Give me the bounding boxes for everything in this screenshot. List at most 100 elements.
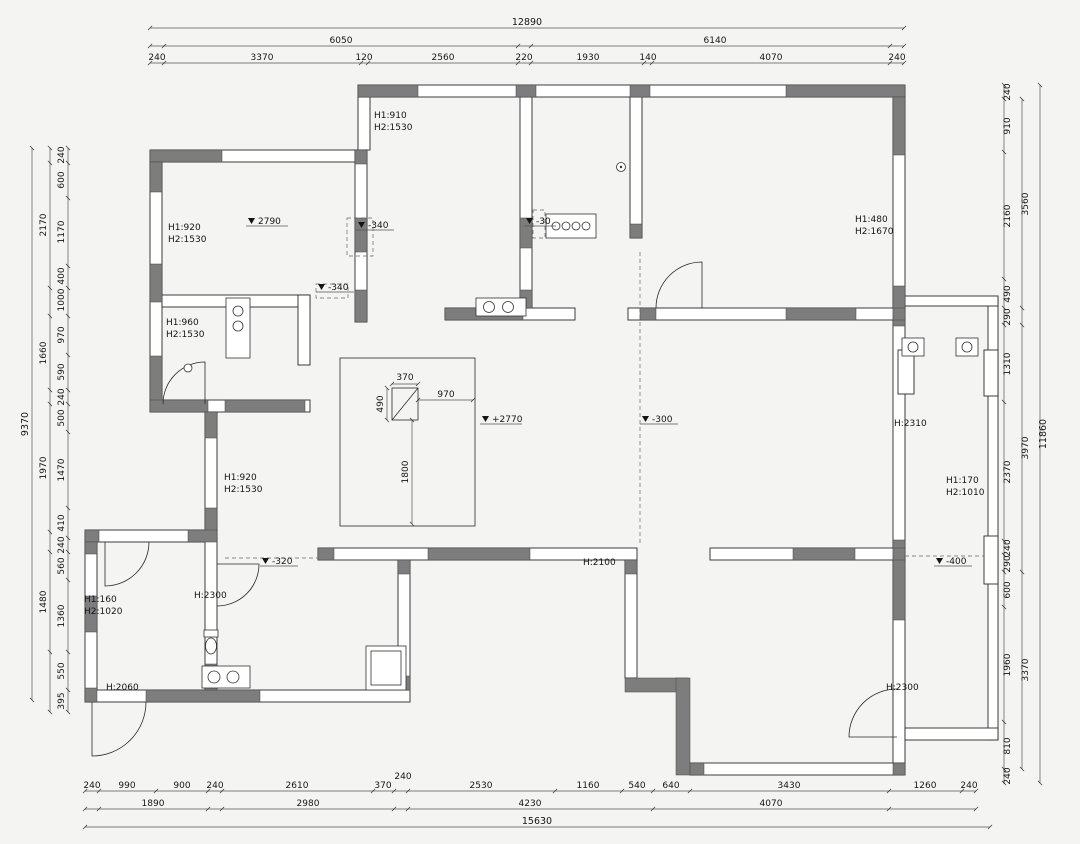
dim-label: 1890 (142, 799, 165, 809)
dim-label: 2170 (39, 213, 49, 236)
dim-labels-bottom: 240 990 900 240 2610 370 240 2530 1160 5… (83, 772, 977, 827)
room-label: H2:1010 (946, 488, 985, 498)
dim-label: 1160 (577, 781, 600, 791)
dim-label: 590 (57, 363, 67, 380)
room-label: H2:1530 (374, 123, 413, 133)
dim-label: 240 (57, 146, 67, 163)
dim-label: 11860 (1038, 419, 1049, 449)
dim-label: 240 (148, 53, 165, 63)
dim-labels-top: 12890 6050 6140 240 3370 120 2560 220 19… (148, 17, 905, 63)
level-marker: -30 (524, 217, 556, 227)
level-markers: 2790 -340 -340 -30 +2770 -300 -320 -400 (246, 217, 972, 567)
dim-label: 560 (57, 557, 67, 574)
dim-label: 550 (57, 662, 67, 679)
dim-label: 240 (394, 772, 411, 782)
height-label: H:2310 (894, 419, 927, 429)
balcony-washer (901, 337, 979, 357)
fixtures (183, 162, 979, 691)
room-label: H1:910 (374, 111, 407, 121)
level-value: -340 (328, 283, 349, 293)
dim-label: 490 (376, 395, 386, 412)
door-arc (655, 261, 703, 309)
dim-label: 600 (1003, 581, 1013, 598)
level-marker: -340 (356, 221, 394, 231)
dim-label: 3370 (1021, 658, 1031, 681)
dim-label: 240 (888, 53, 905, 63)
dim-label: 4070 (760, 799, 783, 809)
level-value: -30 (536, 217, 551, 227)
level-marker: 2790 (246, 217, 288, 227)
level-marker: +2770 (480, 415, 523, 425)
dim-label: 370 (374, 781, 391, 791)
room-label: H1:960 (166, 318, 199, 328)
door-arc (848, 688, 898, 738)
dim-label: 970 (437, 390, 454, 400)
dim-label: 990 (118, 781, 135, 791)
dim-label: 1000 (57, 288, 67, 311)
door-arc (104, 541, 150, 587)
dim-label: 15630 (522, 816, 552, 827)
water-heater (616, 162, 626, 172)
dim-label: 600 (57, 171, 67, 188)
dim-label: 370 (396, 373, 413, 383)
dim-label: 640 (662, 781, 679, 791)
dim-label: 140 (639, 53, 656, 63)
walls (84, 84, 999, 776)
level-value: +2770 (492, 415, 523, 425)
dim-label: 1930 (577, 53, 600, 63)
dim-labels-left: 240 600 1170 400 1000 970 590 240 500 14… (20, 146, 67, 709)
level-value: 2790 (258, 217, 281, 227)
dim-label: 2610 (286, 781, 309, 791)
dim-label: 12890 (512, 17, 542, 28)
dim-label: 1310 (1003, 352, 1013, 375)
dim-label: 6140 (704, 36, 727, 46)
dim-label: 240 (1003, 83, 1013, 100)
dim-label: 3970 (1021, 436, 1031, 459)
room-label: H2:1530 (168, 235, 207, 245)
kitchen-sink (475, 297, 527, 317)
toilet (203, 629, 219, 655)
dim-label: 120 (355, 53, 372, 63)
dim-label: 400 (57, 267, 67, 284)
door-arc (91, 701, 147, 757)
counter-basin (225, 297, 251, 359)
dim-label: 910 (1003, 117, 1013, 134)
room-label: H2:1020 (84, 607, 123, 617)
dim-label: 1470 (57, 458, 67, 481)
dim-label: 2370 (1003, 460, 1013, 483)
dim-label: 2560 (432, 53, 455, 63)
dim-label: 1360 (57, 604, 67, 627)
door-knob (183, 363, 193, 373)
room-label: H2:1530 (224, 485, 263, 495)
level-value: -400 (946, 557, 967, 567)
room-label: H1:920 (168, 223, 201, 233)
dim-label: 900 (173, 781, 190, 791)
level-marker: -340 (316, 283, 354, 293)
level-value: -340 (368, 221, 389, 231)
dim-label: 410 (57, 514, 67, 531)
doors (91, 261, 898, 757)
dim-label: 240 (1003, 767, 1013, 784)
room-label: H1:920 (224, 473, 257, 483)
dim-label: 490 (1003, 285, 1013, 302)
level-marker: -300 (640, 415, 678, 425)
door-arc (162, 361, 206, 405)
height-label: H:2060 (106, 683, 139, 693)
dim-label: 240 (1003, 539, 1013, 556)
dim-label: 1480 (39, 590, 49, 613)
level-marker: -320 (260, 557, 298, 567)
dim-label: 240 (206, 781, 223, 791)
door-arc (216, 563, 260, 607)
level-marker: -400 (934, 557, 972, 567)
dim-label: 395 (57, 692, 67, 709)
dim-label: 240 (57, 388, 67, 405)
dim-label: 540 (628, 781, 645, 791)
dim-label: 6050 (330, 36, 353, 46)
detail-box: 370 490 970 1800 (339, 357, 476, 527)
dashed-lines (225, 209, 984, 559)
dim-label: 1170 (57, 220, 67, 243)
dim-label: 2530 (470, 781, 493, 791)
dim-label: 4070 (760, 53, 783, 63)
